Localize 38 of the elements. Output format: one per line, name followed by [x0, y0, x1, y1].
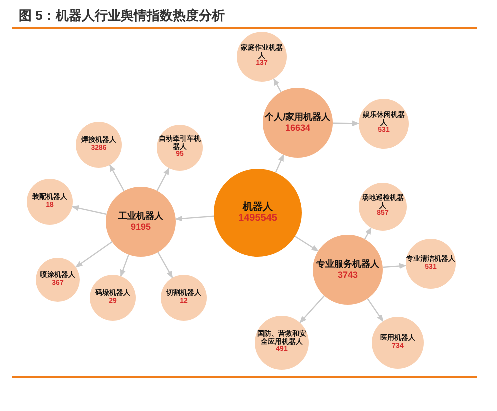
node-label: 专业服务机器人: [316, 260, 380, 270]
subcategory-bubble: [359, 183, 407, 231]
subcategory-bubble: [27, 179, 73, 225]
node-value: 1495545: [238, 212, 278, 224]
arrow: [175, 216, 214, 222]
arrow: [275, 154, 284, 174]
subcategory-bubble: [237, 32, 287, 82]
arrow: [158, 252, 174, 279]
node-value: 9195: [130, 222, 152, 232]
arrow: [364, 227, 372, 240]
category-bubble: [106, 187, 176, 257]
subcategory-bubble: [157, 125, 203, 171]
subcategory-bubble: [406, 239, 456, 289]
subcategory-bubble: [161, 275, 207, 321]
subcategory-bubble: [76, 122, 122, 168]
subcategory-bubble: [255, 316, 309, 370]
node-value: 16634: [285, 122, 311, 134]
node-label: 工业机器人: [118, 212, 164, 222]
subcategory-bubble: [90, 275, 136, 321]
arrow: [156, 168, 170, 192]
node-label: 机器人: [243, 202, 273, 212]
category-bubble: [313, 235, 383, 305]
node-value: 3743: [338, 270, 358, 280]
arrow: [273, 78, 282, 93]
figure-title: 图 5：机器人行业舆情指数热度分析: [19, 7, 225, 25]
arrow: [333, 120, 360, 127]
arrow: [120, 254, 130, 278]
arrow: [367, 298, 384, 322]
subcategory-bubble: [372, 317, 424, 369]
arrow: [382, 263, 407, 270]
arrow: [300, 296, 325, 324]
arrow: [109, 164, 125, 192]
node-label: 个人/家用机器人: [265, 112, 331, 123]
subcategory-bubble: [359, 99, 409, 149]
arrow: [294, 236, 320, 252]
subcategory-bubble: [36, 258, 80, 302]
arrow: [75, 242, 113, 268]
arrow: [72, 206, 107, 216]
